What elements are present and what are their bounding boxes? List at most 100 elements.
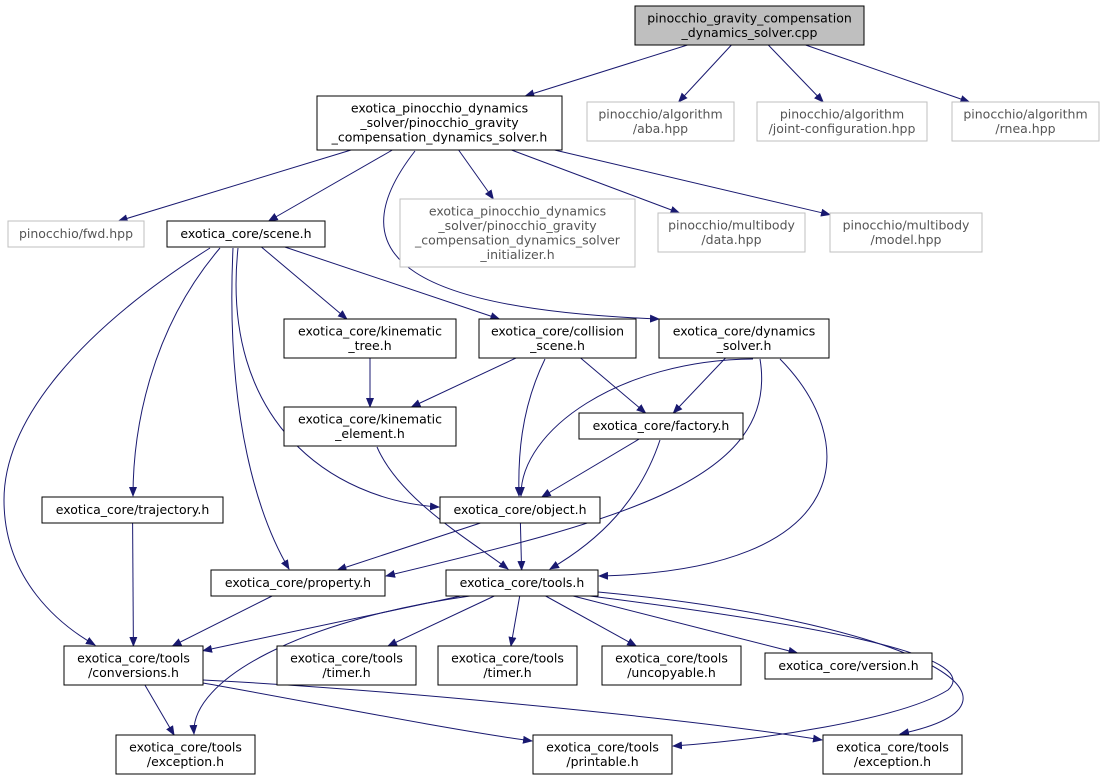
node-box — [7, 220, 145, 248]
node-box — [445, 569, 599, 597]
node-label-line: pinocchio/multibody — [668, 217, 795, 232]
node-label-line: exotica_core/object.h — [454, 502, 587, 517]
node-box — [439, 496, 601, 524]
edge-kin_elem-to-tools — [376, 446, 509, 570]
node-tools[interactable]: exotica_core/tools.h — [445, 569, 599, 597]
node-label-line: exotica_core/tools — [615, 650, 728, 665]
edge-main_h-to-mb_data — [511, 149, 681, 214]
node-label-line: /exception.h — [854, 754, 931, 769]
node-label-line: exotica_core/tools — [546, 739, 659, 754]
node-label-line: exotica_core/dynamics — [673, 323, 816, 338]
node-label-line: /printable.h — [566, 754, 638, 769]
node-box — [276, 645, 417, 686]
node-timer1[interactable]: exotica_core/tools/timer.h — [276, 645, 417, 686]
node-label-line: exotica_core/kinematic — [298, 411, 442, 426]
edge-object-to-property — [336, 522, 481, 571]
edge-tools-to-timer1 — [387, 595, 495, 647]
edge-main_h-to-mb_model — [554, 149, 831, 217]
node-conversions[interactable]: exotica_core/tools/conversions.h — [63, 645, 204, 686]
node-label-line: _initializer.h — [479, 247, 554, 262]
node-box — [951, 101, 1100, 142]
edge-root-to-aba — [677, 44, 732, 103]
node-box — [578, 412, 744, 440]
node-label-line: exotica_core/trajectory.h — [56, 502, 210, 517]
node-init_h: exotica_pinocchio_dynamics_solver/pinocc… — [399, 198, 636, 268]
node-label-line: /data.hpp — [701, 232, 761, 247]
node-label-line: exotica_core/kinematic — [298, 323, 442, 338]
node-main_h[interactable]: exotica_pinocchio_dynamics_solver/pinocc… — [316, 95, 563, 151]
node-box — [657, 212, 806, 253]
edge-factory-to-object — [540, 438, 640, 498]
node-exception2[interactable]: exotica_core/tools/exception.h — [822, 734, 963, 775]
node-label-line: _dynamics_solver.cpp — [681, 25, 818, 40]
node-box — [764, 652, 933, 680]
node-label-line: /exception.h — [147, 754, 224, 769]
node-label-line: exotica_core/tools — [77, 650, 190, 665]
edge-coll_scene-to-object — [514, 358, 546, 497]
node-rnea: pinocchio/algorithm/rnea.hpp — [951, 101, 1100, 142]
node-label-line: /model.hpp — [871, 232, 942, 247]
node-property[interactable]: exotica_core/property.h — [210, 569, 386, 597]
nodes-layer: pinocchio_gravity_compensation_dynamics_… — [7, 5, 1100, 775]
node-box — [756, 101, 928, 142]
edge-dyn_solver-to-object — [516, 358, 754, 497]
node-label-line: /aba.hpp — [633, 121, 688, 136]
node-exception1[interactable]: exotica_core/tools/exception.h — [115, 734, 256, 775]
node-kin_elem[interactable]: exotica_core/kinematic_element.h — [283, 406, 457, 447]
node-fwd: pinocchio/fwd.hpp — [7, 220, 145, 248]
node-label-line: pinocchio/algorithm — [963, 106, 1087, 121]
edge-main_h-to-scene — [267, 149, 393, 222]
node-label-line: _solver/pinocchio_gravity — [359, 115, 519, 130]
node-coll_scene[interactable]: exotica_core/collision_scene.h — [478, 318, 637, 359]
node-label-line: _scene.h — [529, 338, 585, 353]
node-box — [437, 645, 578, 686]
node-dyn_solver[interactable]: exotica_core/dynamics_solver.h — [658, 318, 830, 359]
edge-tools-to-printable — [589, 595, 954, 750]
node-label-line: exotica_core/version.h — [778, 658, 918, 673]
edge-conversions-to-exception2 — [202, 679, 823, 743]
node-box — [601, 645, 742, 686]
edge-tools-to-timer2 — [508, 595, 521, 647]
node-label-line: /joint-configuration.hpp — [769, 121, 916, 136]
node-label-line: exotica_pinocchio_dynamics — [429, 203, 606, 218]
edge-dyn_solver-to-tools — [598, 358, 828, 580]
node-label-line: pinocchio_gravity_compensation — [647, 10, 852, 25]
node-label-line: pinocchio/algorithm — [598, 106, 722, 121]
node-label-line: exotica_pinocchio_dynamics — [351, 101, 528, 116]
node-label-line: /timer.h — [483, 665, 531, 680]
edge-dyn_solver-to-property — [385, 358, 763, 578]
node-printable[interactable]: exotica_core/tools/printable.h — [532, 734, 673, 775]
node-label-line: _solver/pinocchio_gravity — [437, 218, 597, 233]
edge-dyn_solver-to-factory — [672, 357, 726, 414]
node-mb_model: pinocchio/multibody/model.hpp — [829, 212, 983, 253]
node-root[interactable]: pinocchio_gravity_compensation_dynamics_… — [634, 5, 865, 46]
edge-root-to-jointcfg — [767, 44, 824, 103]
edge-conversions-to-exception1 — [144, 684, 175, 736]
edge-coll_scene-to-factory — [580, 357, 647, 414]
node-kin_tree[interactable]: exotica_core/kinematic_tree.h — [283, 318, 457, 359]
edge-scene-to-kin_tree — [261, 246, 348, 320]
edge-trajectory-to-conversions — [129, 522, 138, 647]
node-scene[interactable]: exotica_core/scene.h — [166, 220, 326, 248]
node-timer2[interactable]: exotica_core/tools/timer.h — [437, 645, 578, 686]
node-label-line: pinocchio/algorithm — [780, 106, 904, 121]
node-box — [586, 101, 735, 142]
edge-scene-to-conversions — [3, 247, 211, 646]
node-trajectory[interactable]: exotica_core/trajectory.h — [41, 496, 224, 524]
node-box — [822, 734, 963, 775]
node-label-line: exotica_core/tools — [129, 739, 242, 754]
node-uncopyable[interactable]: exotica_core/tools/uncopyable.h — [601, 645, 742, 686]
edge-main_h-to-fwd — [117, 149, 352, 223]
node-version[interactable]: exotica_core/version.h — [764, 652, 933, 680]
node-aba: pinocchio/algorithm/aba.hpp — [586, 101, 735, 142]
edge-scene-to-object — [235, 247, 440, 511]
node-label-line: exotica_core/tools.h — [460, 575, 585, 590]
node-factory[interactable]: exotica_core/factory.h — [578, 412, 744, 440]
node-object[interactable]: exotica_core/object.h — [439, 496, 601, 524]
edge-main_h-to-init_h — [458, 149, 494, 200]
edge-scene-to-coll_scene — [284, 246, 501, 320]
node-label-line: /timer.h — [322, 665, 370, 680]
edge-root-to-rnea — [805, 44, 971, 103]
node-box — [210, 569, 386, 597]
